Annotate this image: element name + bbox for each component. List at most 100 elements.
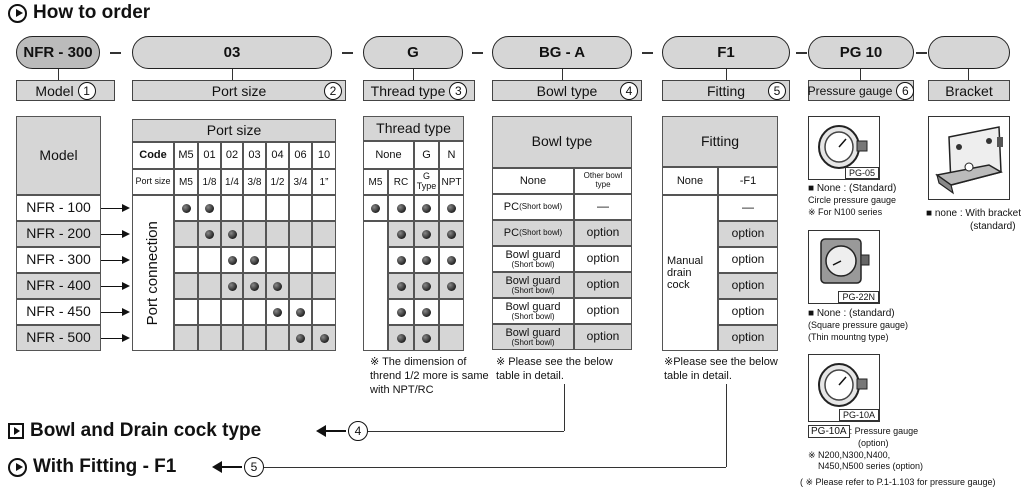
port-grid-cell bbox=[289, 247, 312, 273]
filled-dot-icon bbox=[422, 307, 431, 317]
bowl-row-value: option bbox=[574, 246, 632, 272]
right-arrow-icon bbox=[122, 204, 130, 212]
thread-grid-cell bbox=[414, 195, 439, 221]
filled-dot-icon bbox=[273, 281, 282, 291]
connector bbox=[726, 384, 727, 467]
port-size-label: Port size bbox=[132, 169, 174, 195]
port-connection-cell: Port connection bbox=[132, 195, 174, 351]
play-circle-icon bbox=[8, 457, 27, 477]
thread-grid-cell bbox=[414, 247, 439, 273]
port-grid-cell bbox=[289, 195, 312, 221]
port-code-cell: 03 bbox=[243, 142, 266, 169]
port-grid-cell bbox=[198, 195, 221, 221]
thread-title: Thread type bbox=[363, 116, 464, 141]
dash bbox=[916, 52, 927, 54]
filled-dot-icon bbox=[205, 203, 214, 213]
arrow-line bbox=[101, 208, 123, 209]
connector bbox=[726, 69, 727, 80]
right-arrow-icon bbox=[122, 308, 130, 316]
filled-dot-icon bbox=[319, 333, 329, 343]
thread-grid-cell bbox=[363, 195, 388, 221]
port-size-title: Port size bbox=[132, 119, 336, 142]
port-grid-cell bbox=[221, 247, 243, 273]
filled-dot-icon bbox=[296, 333, 305, 343]
port-size-cell: M5 bbox=[174, 169, 198, 195]
dash bbox=[342, 52, 353, 54]
thread-grid-cell bbox=[388, 273, 414, 299]
right-arrow-icon bbox=[122, 334, 130, 342]
thread-grid-cell bbox=[414, 273, 439, 299]
port-code-cell: M5 bbox=[174, 142, 198, 169]
bowl-section-title: Bowl and Drain cock type bbox=[8, 420, 261, 442]
thread-note: ※ The dimension of thrend 1/2 more is sa… bbox=[370, 356, 489, 396]
bowl-row-value: — bbox=[574, 194, 632, 220]
filled-dot-icon bbox=[371, 203, 380, 213]
model-row: NFR - 100 bbox=[16, 195, 101, 221]
dash bbox=[796, 52, 807, 54]
thread-grid-cell bbox=[414, 325, 439, 351]
filled-dot-icon bbox=[227, 281, 237, 291]
code-pill-model: NFR - 300 bbox=[16, 36, 100, 69]
dash bbox=[642, 52, 653, 54]
num-circle: 5 bbox=[244, 457, 264, 477]
filled-dot-icon bbox=[396, 281, 406, 291]
thread-empty-cell bbox=[363, 221, 388, 351]
model-row: NFR - 400 bbox=[16, 273, 101, 299]
bowl-title: Bowl type bbox=[492, 116, 632, 168]
port-grid-cell bbox=[174, 221, 198, 247]
filled-dot-icon bbox=[422, 281, 431, 291]
filled-dot-icon bbox=[396, 203, 406, 213]
port-size-cell: 1/8 bbox=[198, 169, 221, 195]
port-grid-cell bbox=[289, 273, 312, 299]
bracket-icon bbox=[935, 126, 1003, 195]
fitting-row-value: option bbox=[718, 299, 778, 325]
port-code-cell: 01 bbox=[198, 142, 221, 169]
port-code-cell: 10 bbox=[312, 142, 336, 169]
filled-dot-icon bbox=[447, 229, 456, 239]
filled-dot-icon bbox=[227, 229, 237, 239]
bracket-text: ■ none : With bracket (standard) bbox=[926, 208, 1021, 232]
right-arrow-icon bbox=[122, 256, 130, 264]
fitting-row-value: option bbox=[718, 247, 778, 273]
port-grid-cell bbox=[266, 195, 289, 221]
thread-grid-cell bbox=[439, 299, 464, 325]
model-row: NFR - 450 bbox=[16, 299, 101, 325]
left-arrow-icon bbox=[212, 461, 222, 473]
arrow-line bbox=[101, 260, 123, 261]
filled-dot-icon bbox=[396, 229, 406, 239]
port-grid-cell bbox=[174, 273, 198, 299]
bowl-note: ※ Please see the below table in detail. bbox=[496, 356, 613, 382]
filled-dot-icon bbox=[422, 333, 431, 343]
pg22n-tag: PG-22N bbox=[838, 291, 879, 303]
port-code-label: Code bbox=[132, 142, 174, 169]
connector bbox=[968, 69, 969, 80]
play-circle-icon bbox=[8, 3, 27, 23]
port-size-cell: 1/2 bbox=[266, 169, 289, 195]
connector bbox=[264, 467, 726, 468]
filled-dot-icon bbox=[422, 229, 431, 239]
pg10a-text: PG-10A: Pressure gauge (option) ※ N200,N… bbox=[808, 425, 924, 472]
pg22n-image: PG-22N bbox=[808, 230, 880, 304]
pg05-tag: PG-05 bbox=[844, 167, 879, 179]
thread-col-g: G bbox=[414, 141, 439, 169]
port-grid-cell bbox=[198, 247, 221, 273]
port-grid-cell bbox=[243, 221, 266, 247]
arrow-line bbox=[101, 234, 123, 235]
port-grid-cell bbox=[289, 221, 312, 247]
model-header: Model bbox=[16, 116, 101, 195]
port-grid-cell bbox=[289, 325, 312, 351]
port-grid-cell bbox=[312, 221, 336, 247]
port-grid-cell bbox=[266, 325, 289, 351]
arrow-line bbox=[101, 286, 123, 287]
arrow-line bbox=[318, 430, 346, 432]
fitting-col-none: None bbox=[662, 167, 718, 195]
filled-dot-icon bbox=[205, 229, 214, 239]
port-grid-cell bbox=[243, 195, 266, 221]
port-grid-cell bbox=[174, 325, 198, 351]
port-grid-cell bbox=[312, 247, 336, 273]
thread-sub-cell: RC bbox=[388, 169, 414, 195]
thread-sub-cell: M5 bbox=[363, 169, 388, 195]
